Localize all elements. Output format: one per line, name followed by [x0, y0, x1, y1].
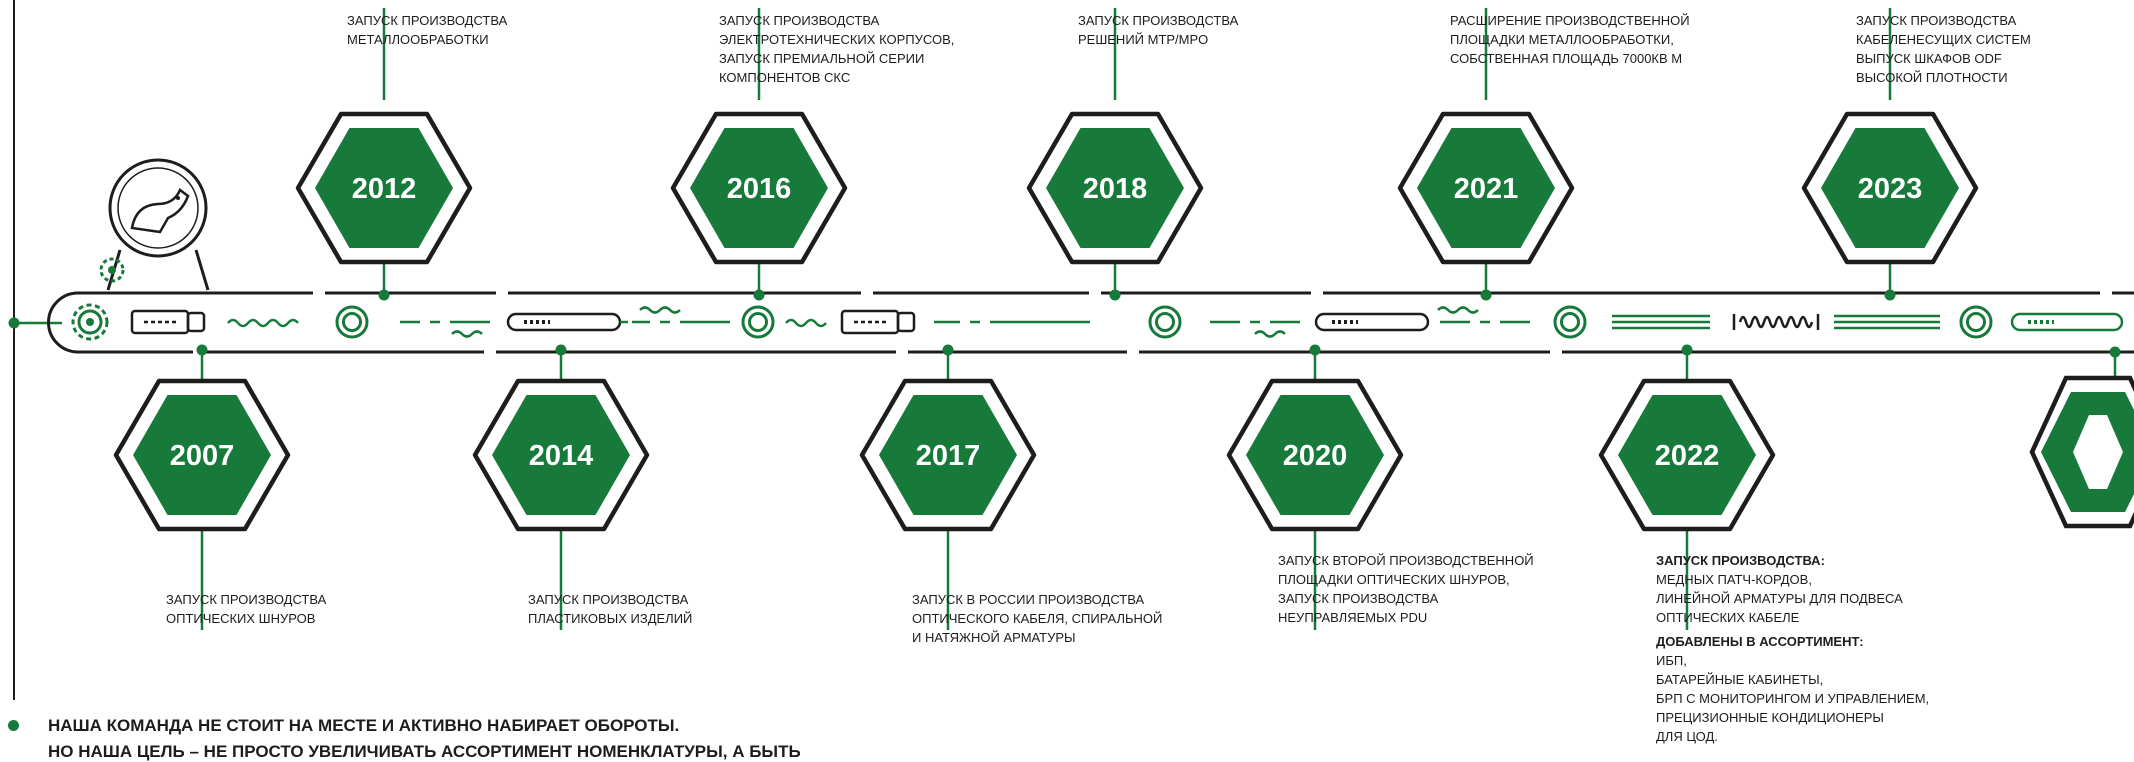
- milestone-year: 2014: [529, 440, 594, 472]
- milestone-dot: [1682, 345, 1693, 356]
- caption-2014: ЗАПУСК ПРОИЗВОДСТВА ПЛАСТИКОВЫХ ИЗДЕЛИЙ: [528, 590, 692, 628]
- caption-2022-text-2: ИБП, БАТАРЕЙНЫЕ КАБИНЕТЫ, БРП С МОНИТОРИ…: [1656, 651, 1929, 746]
- hexagon-2021: 2021: [1400, 114, 1572, 262]
- cable-connector-icon: [1316, 314, 1428, 330]
- caption-2023: ЗАПУСК ПРОИЗВОДСТВА КАБЕЛЕНЕСУЩИХ СИСТЕМ…: [1856, 11, 2031, 87]
- hexagon-2012: 2012: [298, 114, 470, 262]
- caption-2018: ЗАПУСК ПРОИЗВОДСТВА РЕШЕНИЙ MTP/MPO: [1078, 11, 1238, 49]
- caption-2016: ЗАПУСК ПРОИЗВОДСТВА ЭЛЕКТРОТЕХНИЧЕСКИХ К…: [719, 11, 954, 87]
- caption-2012: ЗАПУСК ПРОИЗВОДСТВА МЕТАЛЛООБРАБОТКИ: [347, 11, 507, 49]
- hexagon-next-milestone: [2032, 347, 2134, 527]
- gear-icon: [73, 305, 107, 339]
- hexagon-2018: 2018: [1029, 114, 1201, 262]
- caption-2007: ЗАПУСК ПРОИЗВОДСТВА ОПТИЧЕСКИХ ШНУРОВ: [166, 590, 326, 628]
- milestone-year: 2023: [1858, 173, 1923, 205]
- caption-2017: ЗАПУСК В РОССИИ ПРОИЗВОДСТВА ОПТИЧЕСКОГО…: [912, 590, 1162, 647]
- hexagon-2017: 2017: [862, 381, 1034, 529]
- caption-2020: ЗАПУСК ВТОРОЙ ПРОИЗВОДСТВЕННОЙ ПЛОЩАДКИ …: [1278, 551, 1534, 627]
- caption-2022-heading-2: ДОБАВЛЕНЫ В АССОРТИМЕНТ:: [1656, 632, 1929, 651]
- milestone-dot: [1310, 345, 1321, 356]
- patch-cord-icon: [132, 311, 204, 333]
- caption-2022: ЗАПУСК ПРОИЗВОДСТВА: МЕДНЫХ ПАТЧ-КОРДОВ,…: [1656, 551, 1929, 746]
- caption-2022-heading-1: ЗАПУСК ПРОИЗВОДСТВА:: [1656, 551, 1929, 570]
- milestone-dot: [197, 345, 208, 356]
- milestone-year: 2016: [727, 173, 792, 205]
- milestone-dot: [379, 290, 390, 301]
- patch-cord-icon: [842, 311, 914, 333]
- footer-bullet-dot: [8, 720, 19, 731]
- milestone-year: 2017: [916, 440, 981, 472]
- hexagon-2007: 2007: [116, 381, 288, 529]
- milestone-dot: [556, 345, 567, 356]
- hexagon-2020: 2020: [1229, 381, 1401, 529]
- hexagon-2022: 2022: [1601, 381, 1773, 529]
- milestone-dot: [1885, 290, 1896, 301]
- milestone-year: 2020: [1283, 440, 1348, 472]
- milestone-dot: [943, 345, 954, 356]
- belt-items: [132, 307, 2122, 337]
- milestone-year: 2018: [1083, 173, 1148, 205]
- hamster-wheel-icon: [101, 160, 208, 290]
- milestone-year: 2012: [352, 173, 417, 205]
- caption-2022-text-1: МЕДНЫХ ПАТЧ-КОРДОВ, ЛИНЕЙНОЙ АРМАТУРЫ ДЛ…: [1656, 570, 1929, 627]
- spring-icon: [1734, 314, 1818, 330]
- milestone-connectors: [197, 8, 1896, 630]
- milestone-year: 2007: [170, 440, 235, 472]
- milestone-dot: [1481, 290, 1492, 301]
- hexagon-2016: 2016: [673, 114, 845, 262]
- milestone-year: 2022: [1655, 440, 1720, 472]
- hexagon-2023: 2023: [1804, 114, 1976, 262]
- caption-2021: РАСШИРЕНИЕ ПРОИЗВОДСТВЕННОЙ ПЛОЩАДКИ МЕТ…: [1450, 11, 1690, 68]
- milestone-dot: [754, 290, 765, 301]
- cable-connector-icon: [2012, 314, 2122, 330]
- hexagon-2014: 2014: [475, 381, 647, 529]
- milestone-year: 2021: [1454, 173, 1519, 205]
- footer-line-2: НО НАША ЦЕЛЬ – НЕ ПРОСТО УВЕЛИЧИВАТЬ АСС…: [48, 742, 801, 762]
- footer-line-1: НАША КОМАНДА НЕ СТОИТ НА МЕСТЕ И АКТИВНО…: [48, 716, 679, 736]
- milestone-dot: [1110, 290, 1121, 301]
- cable-connector-icon: [508, 314, 628, 330]
